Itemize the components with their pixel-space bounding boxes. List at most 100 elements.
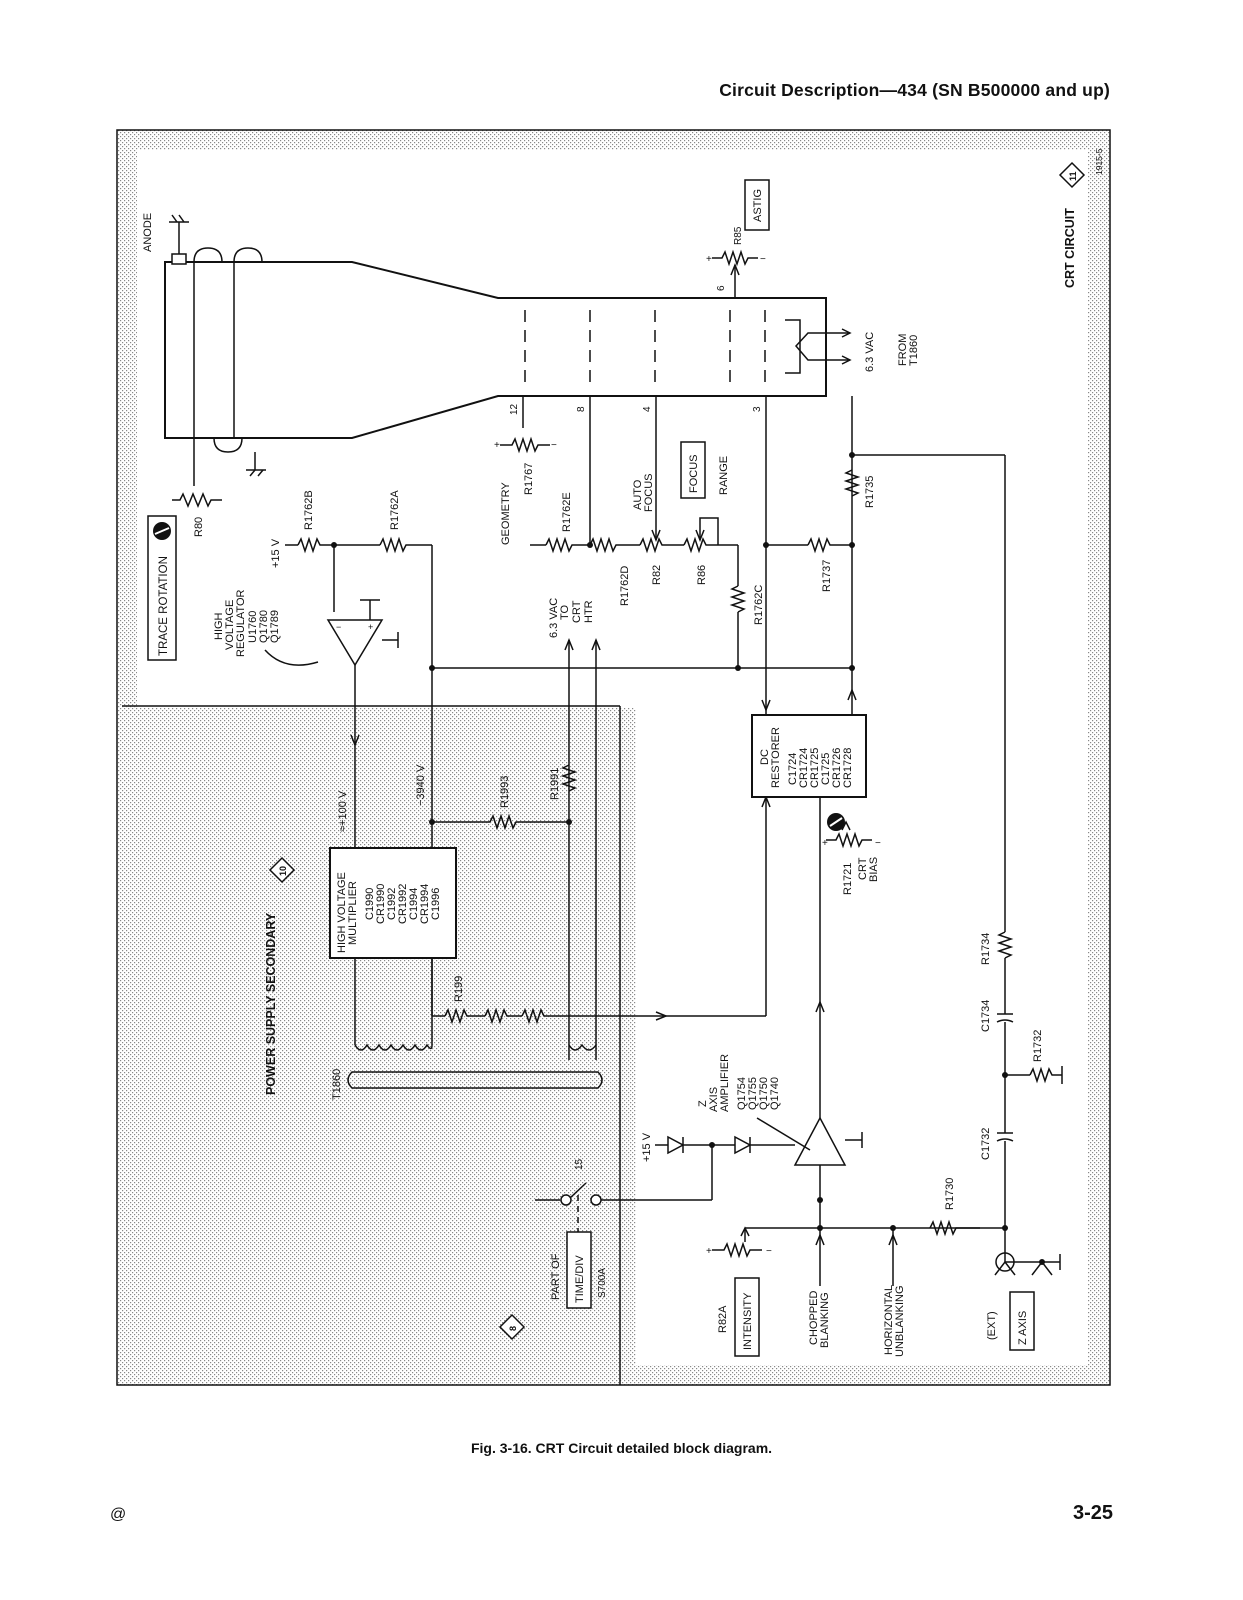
plus-15v-amp-label: +15 V (641, 1132, 653, 1162)
cr1994-label: CR1994 (419, 884, 431, 924)
auto-focus-label-2: FOCUS (643, 474, 655, 513)
plus-mark: + (494, 440, 500, 451)
plus-mark: + (706, 254, 712, 265)
plus-mark: + (706, 1246, 712, 1257)
intensity-box (734, 1277, 760, 1357)
r1762c-label: R1762C (753, 585, 765, 625)
r1991-label: R1991 (549, 768, 561, 800)
cr1992-label: CR1992 (397, 884, 409, 924)
r85-label: R85 (733, 226, 744, 245)
crt-heater (785, 319, 852, 374)
c1725-label: C1725 (820, 753, 832, 785)
crt-bias-label-2: BIAS (868, 857, 880, 882)
t1860-label: T1860 (331, 1069, 343, 1100)
s700a-label: S700A (597, 1268, 608, 1298)
cr1990-label: CR1990 (375, 884, 387, 924)
crt-htr-label-4: HTR (583, 600, 595, 623)
q1789-label: Q1789 (269, 610, 281, 643)
crt-bias-label-1: CRT (857, 857, 869, 880)
unblanking-label: UNBLANKING (894, 1285, 906, 1357)
pin-15-label: 15 (574, 1158, 585, 1170)
figure-code: 1915-5 (1094, 148, 1104, 175)
focus-box-label: FOCUS (688, 455, 700, 494)
q1755-label: Q1755 (747, 1077, 759, 1110)
section-marker-10-icon (268, 856, 296, 884)
r1734-label: R1734 (980, 933, 992, 965)
minus-mark: − (760, 254, 766, 265)
hv-regulator-label-1: HIGH (213, 612, 225, 640)
timebase-section-border (472, 1122, 628, 1385)
r86-label: R86 (696, 565, 708, 585)
section-marker-8-icon (498, 1313, 526, 1341)
range-label: RANGE (718, 456, 730, 495)
heater-vac-label: 6.3 VAC (864, 332, 876, 372)
c1990-label: C1990 (364, 888, 376, 920)
blanking-label: BLANKING (819, 1292, 831, 1348)
q1740-label: Q1740 (769, 1077, 781, 1110)
junction-dots (331, 452, 1045, 1265)
pin-8-label: 8 (576, 406, 587, 412)
crt-grids (524, 310, 766, 390)
astig-box (744, 179, 770, 231)
hv-multiplier-box (329, 847, 457, 959)
v3940-label: −3940 V (415, 764, 427, 806)
intensity-label: INTENSITY (742, 1292, 754, 1350)
astig-label: ASTIG (752, 189, 764, 222)
q1750-label: Q1750 (758, 1077, 770, 1110)
time-div-box (566, 1231, 592, 1309)
figure-caption: Fig. 3-16. CRT Circuit detailed block di… (470, 1440, 773, 1456)
time-div-label: TIME/DIV (574, 1255, 586, 1303)
plus-15v-label: +15 V (270, 538, 282, 568)
crt-htr-label-3: CRT (571, 600, 583, 623)
power-supply-label: POWER SUPPLY SECONDARY (264, 912, 278, 1095)
dc-restorer-label-2: RESTORER (770, 727, 782, 788)
minus-mark: − (875, 838, 881, 849)
plus-mark: + (822, 838, 828, 849)
pin-12-label: 12 (509, 403, 520, 415)
r199-label: R199 (453, 976, 465, 1002)
trace-rotation-box (147, 515, 177, 661)
footer-symbol: @ (110, 1506, 127, 1523)
v100-label: ≈+100 V (337, 790, 349, 832)
page-number: 3-25 (1072, 1502, 1113, 1524)
pin-3-label: 3 (752, 406, 763, 412)
r1737-label: R1737 (821, 560, 833, 592)
c1732-label: C1732 (980, 1128, 992, 1160)
auto-focus-label-1: AUTO (632, 479, 644, 510)
r1767-label: R1767 (523, 463, 535, 495)
outer-frame (116, 129, 1111, 1386)
minus-mark: − (766, 1246, 772, 1257)
r80-label: R80 (193, 517, 205, 537)
hv-multiplier-label-2: MULTIPLIER (347, 881, 359, 945)
section-11-number: 11 (1068, 171, 1078, 181)
q1754-label: Q1754 (736, 1077, 748, 1110)
t1860-from-label: T1860 (908, 335, 920, 366)
minus-mark: − (336, 622, 341, 632)
from-label: FROM (897, 334, 909, 366)
c1994-label: C1994 (408, 888, 420, 920)
z-axis-box (1009, 1291, 1035, 1351)
cr1724-label: CR1724 (798, 748, 810, 788)
chopped-label: CHOPPED (808, 1291, 820, 1345)
z-axis-box-label: Z AXIS (1017, 1311, 1029, 1345)
dc-restorer-label-1: DC (759, 749, 771, 765)
z-axis-amp-label-1: Z (697, 1100, 709, 1107)
c1996-label: C1996 (430, 888, 442, 920)
cr1726-label: CR1726 (831, 748, 843, 788)
section-8-number: 8 (508, 1326, 518, 1331)
geometry-label: GEOMETRY (500, 482, 512, 545)
r1735-label: R1735 (864, 476, 876, 508)
ground-symbol (169, 214, 266, 477)
dc-restorer-box (751, 714, 867, 798)
part-of-label: PART OF (550, 1253, 562, 1300)
section-marker-11-icon (1058, 161, 1086, 189)
c1992-label: C1992 (386, 888, 398, 920)
anode-cap (171, 253, 187, 265)
page-header-title: Circuit Description—434 (SN B500000 and … (719, 80, 1110, 100)
cr1728-label: CR1728 (842, 748, 854, 788)
r1762b-label: R1762B (303, 490, 315, 530)
r1730-label: R1730 (944, 1178, 956, 1210)
ext-label: (EXT) (986, 1311, 998, 1340)
crt-tube (164, 261, 827, 439)
